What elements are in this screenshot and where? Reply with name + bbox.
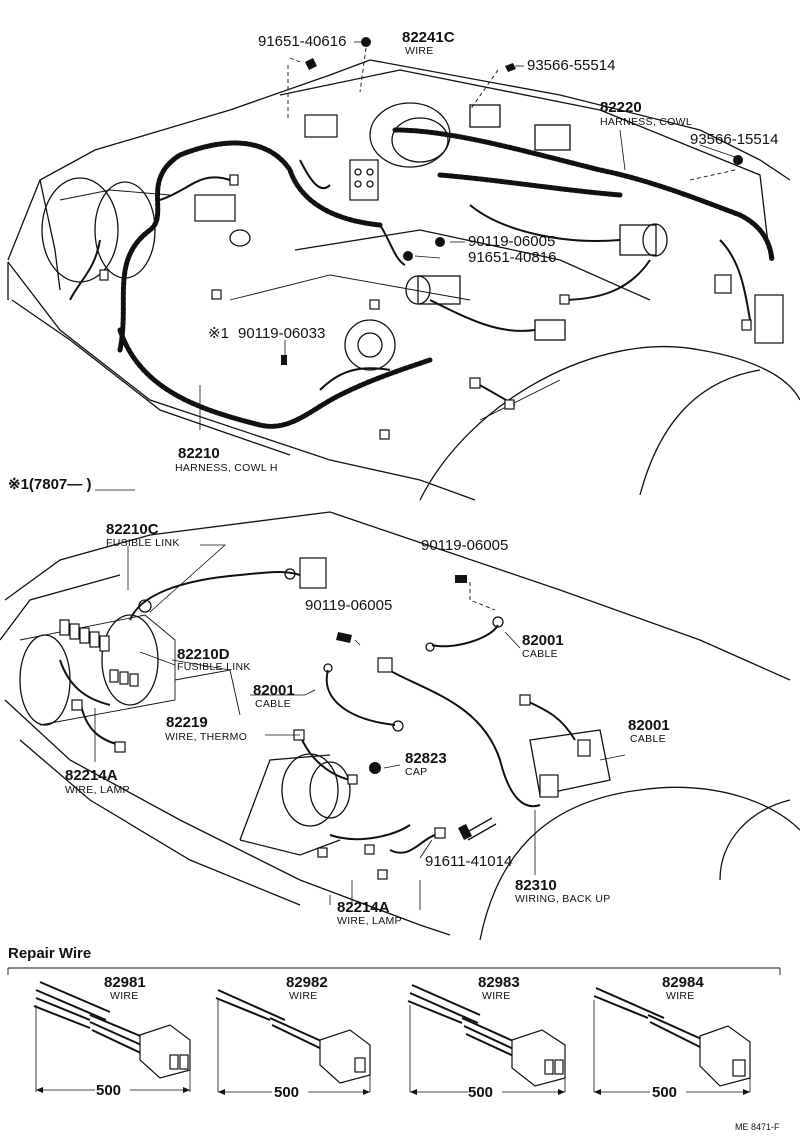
label-82219-desc: WIRE, THERMO — [165, 731, 247, 743]
label-82220-desc: HARNESS, COWL — [600, 116, 692, 128]
top-vehicle-drawing — [7, 37, 800, 501]
label-82210c-desc: FUSIBLE LINK — [106, 537, 180, 549]
label-82210: 82210 — [178, 445, 220, 462]
label-90119-06005-top: 90119-06005 — [468, 233, 555, 250]
variant-heading: ※1(7807— ) — [8, 476, 91, 493]
repair-wire-title: Repair Wire — [8, 945, 91, 962]
repair-wire-82984-desc: WIRE — [666, 990, 695, 1002]
label-91651-40616: 91651-40616 — [258, 33, 346, 50]
label-82220: 82220 — [600, 99, 642, 116]
repair-wire-82982-desc: WIRE — [289, 990, 318, 1002]
repair-wire-82983: 82983 WIRE 500 — [407, 974, 566, 1101]
label-82241c-desc: WIRE — [405, 45, 434, 57]
repair-wire-82984-num: 82984 — [662, 974, 704, 991]
label-82210d: 82210D — [177, 646, 230, 663]
label-82001-middle: 82001 — [253, 682, 295, 699]
label-82310-desc: WIRING, BACK UP — [515, 893, 611, 905]
repair-wire-82981-length: 500 — [96, 1082, 121, 1099]
top-part-labels: 91651-40616 82241C WIRE 93566-55514 8222… — [175, 29, 778, 474]
footer-code: ME 8471-F — [735, 1122, 780, 1132]
label-82001-right: 82001 — [628, 717, 670, 734]
label-82001-right-desc: CABLE — [630, 733, 666, 745]
label-90119-06005-low: 90119-06005 — [305, 597, 392, 614]
label-82210-desc: HARNESS, COWL H — [175, 462, 278, 474]
label-90119-06033: 90119-06033 — [238, 325, 325, 342]
repair-wire-82983-desc: WIRE — [482, 990, 511, 1002]
label-82001-middle-desc: CABLE — [255, 698, 291, 710]
repair-wire-82984: 82984 WIRE 500 — [593, 974, 751, 1101]
repair-wire-82982-length: 500 — [274, 1084, 299, 1101]
label-82210c: 82210C — [106, 521, 159, 538]
label-82823-desc: CAP — [405, 766, 428, 778]
label-82001-upper-desc: CABLE — [522, 648, 558, 660]
label-82241c: 82241C — [402, 29, 455, 46]
label-82219: 82219 — [166, 714, 208, 731]
label-82823: 82823 — [405, 750, 447, 767]
label-82001-upper: 82001 — [522, 632, 564, 649]
repair-wire-82983-length: 500 — [468, 1084, 493, 1101]
label-93566-15514: 93566-15514 — [690, 131, 778, 148]
label-82214a-rear: 82214A — [337, 899, 390, 916]
repair-wire-82981-desc: WIRE — [110, 990, 139, 1002]
label-82210d-desc: FUSIBLE LINK — [177, 661, 251, 673]
repair-wire-82982-num: 82982 — [286, 974, 328, 991]
bottom-part-labels: 82210C FUSIBLE LINK 90119-06005 90119-06… — [65, 521, 670, 927]
label-90119-06005-mid: 90119-06005 — [421, 537, 508, 554]
repair-wire-82981-num: 82981 — [104, 974, 146, 991]
label-93566-55514: 93566-55514 — [527, 57, 615, 74]
label-82214a-left-desc: WIRE, LAMP — [65, 784, 130, 796]
note-mark-1: ※1 — [208, 325, 229, 342]
label-91611-41014: 91611-41014 — [425, 853, 512, 870]
label-91651-40816: 91651-40816 — [468, 249, 556, 266]
bottom-vehicle-drawing — [0, 511, 800, 941]
repair-wire-82983-num: 82983 — [478, 974, 520, 991]
repair-wire-82981: 82981 WIRE 500 — [33, 974, 191, 1099]
repair-wire-section: Repair Wire 82981 WIRE 500 82982 WIRE 50… — [7, 945, 781, 1101]
label-82214a-left: 82214A — [65, 767, 118, 784]
label-82214a-rear-desc: WIRE, LAMP — [337, 915, 402, 927]
label-82310: 82310 — [515, 877, 557, 894]
repair-wire-82982: 82982 WIRE 500 — [215, 974, 371, 1101]
repair-wire-82984-length: 500 — [652, 1084, 677, 1101]
